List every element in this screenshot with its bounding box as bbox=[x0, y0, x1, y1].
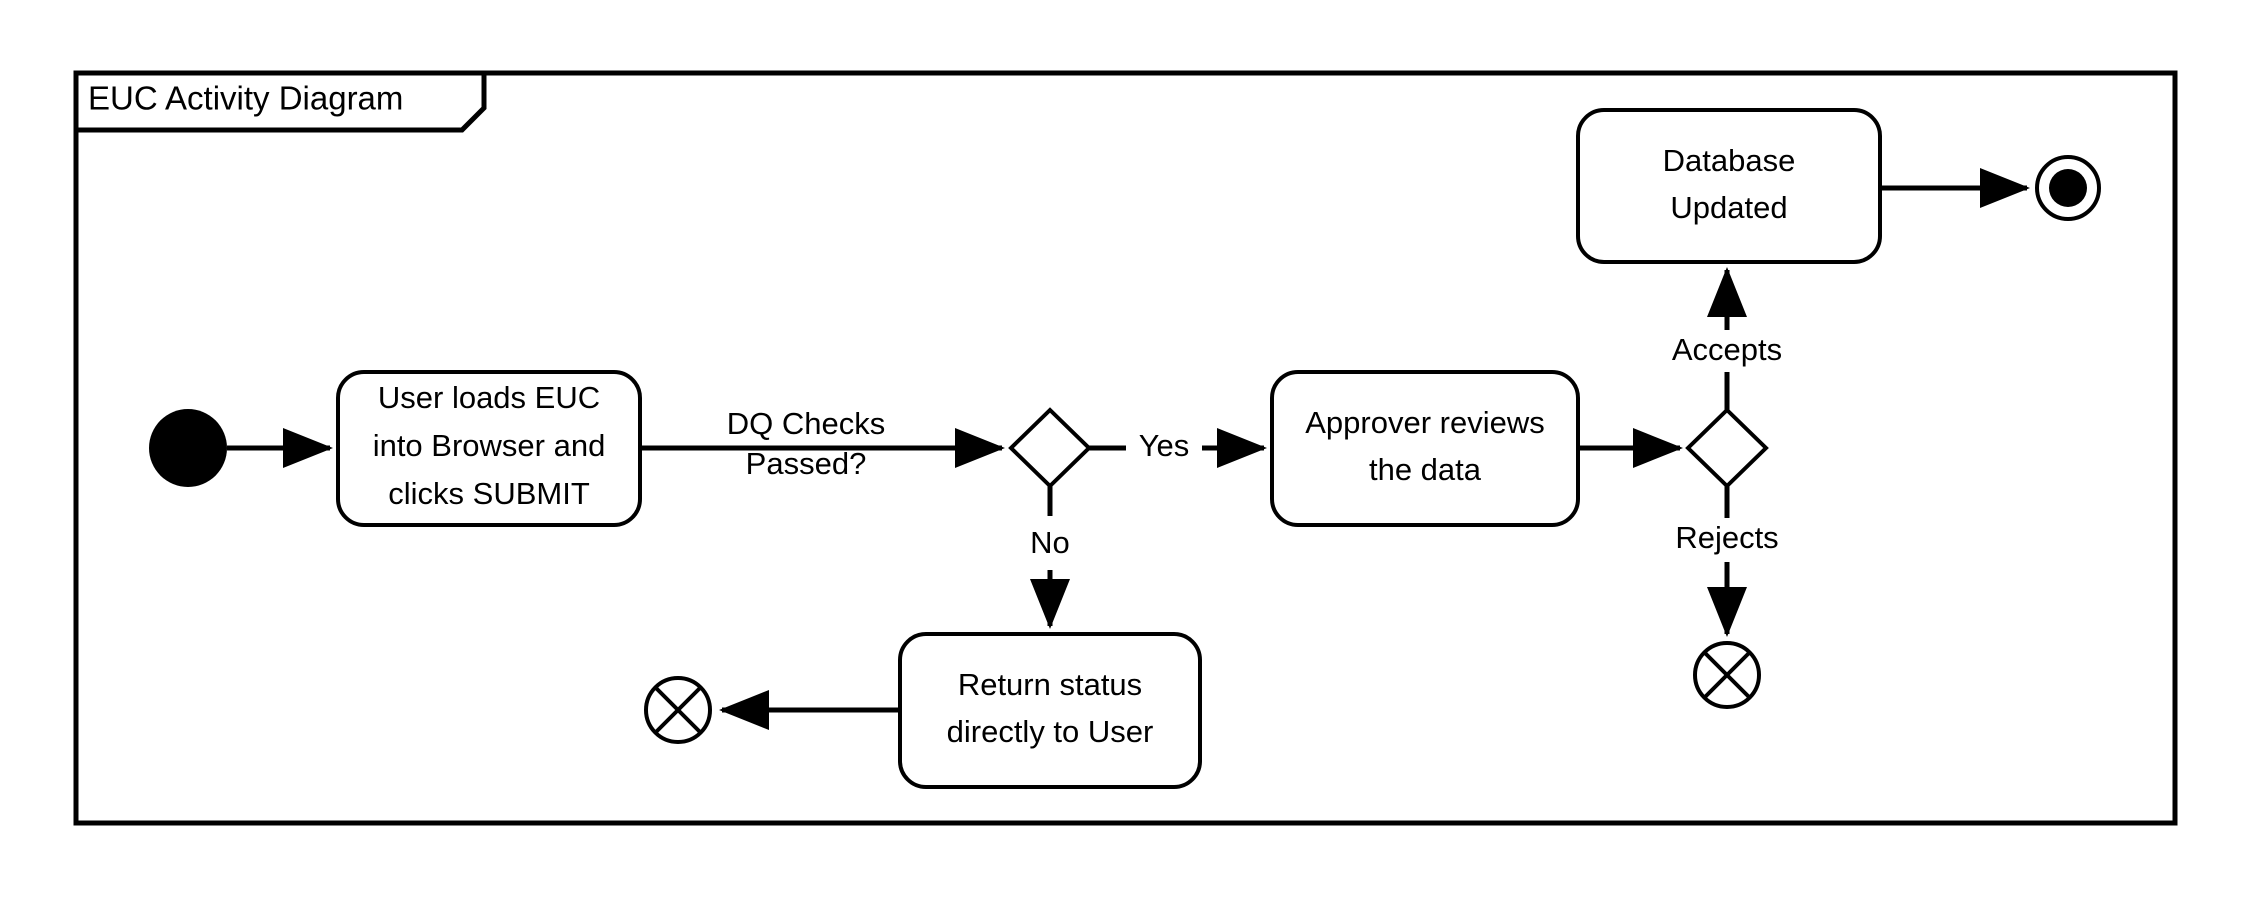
flow-final-return-x-stroke-2 bbox=[653, 685, 703, 735]
edge-label-yes: Yes bbox=[1139, 428, 1190, 463]
edge-label-rejects: Rejects bbox=[1675, 520, 1778, 555]
activity-database-updated-box[interactable] bbox=[1576, 108, 1882, 264]
flow-final-node-rejects[interactable] bbox=[1693, 641, 1761, 709]
edge-label-dq-checks-line-2: Passed? bbox=[746, 446, 867, 481]
frame-title-label: EUC Activity Diagram bbox=[88, 80, 403, 117]
decision-node-dq-checks[interactable] bbox=[1008, 407, 1092, 489]
final-node-inner-dot bbox=[2049, 169, 2087, 207]
activity-return-status-box[interactable] bbox=[898, 632, 1202, 789]
frame-title-tab bbox=[73, 70, 487, 133]
final-node[interactable] bbox=[2035, 155, 2101, 221]
activity-node-user-loads-euc[interactable]: User loads EUC into Browser and clicks S… bbox=[336, 370, 642, 527]
flow-final-rejects-x-stroke-2 bbox=[1702, 650, 1752, 700]
initial-node[interactable] bbox=[149, 409, 227, 487]
flow-final-node-return[interactable] bbox=[644, 676, 712, 744]
activity-return-status-line-1: Return status bbox=[958, 667, 1142, 702]
activity-user-loads-euc-line-2: into Browser and bbox=[373, 428, 606, 463]
edge-label-dq-checks-line-1: DQ Checks bbox=[727, 406, 885, 441]
activity-node-return-status[interactable]: Return status directly to User bbox=[898, 632, 1202, 789]
activity-node-database-updated[interactable]: Database Updated bbox=[1576, 108, 1882, 264]
activity-database-updated-line-1: Database bbox=[1663, 143, 1796, 178]
activity-database-updated-line-2: Updated bbox=[1670, 190, 1787, 225]
activity-approver-reviews-box[interactable] bbox=[1270, 370, 1580, 527]
diagram-frame: EUC Activity Diagram bbox=[73, 70, 2178, 826]
decision-node-approval[interactable] bbox=[1685, 407, 1769, 489]
edge-label-no: No bbox=[1030, 525, 1070, 560]
activity-approver-reviews-line-2: the data bbox=[1369, 452, 1482, 487]
activity-node-approver-reviews[interactable]: Approver reviews the data bbox=[1270, 370, 1580, 527]
activity-return-status-line-2: directly to User bbox=[947, 714, 1154, 749]
activity-approver-reviews-line-1: Approver reviews bbox=[1305, 405, 1544, 440]
edge-label-accepts: Accepts bbox=[1672, 332, 1782, 367]
activity-user-loads-euc-line-1: User loads EUC bbox=[378, 380, 600, 415]
activity-user-loads-euc-line-3: clicks SUBMIT bbox=[388, 476, 590, 511]
